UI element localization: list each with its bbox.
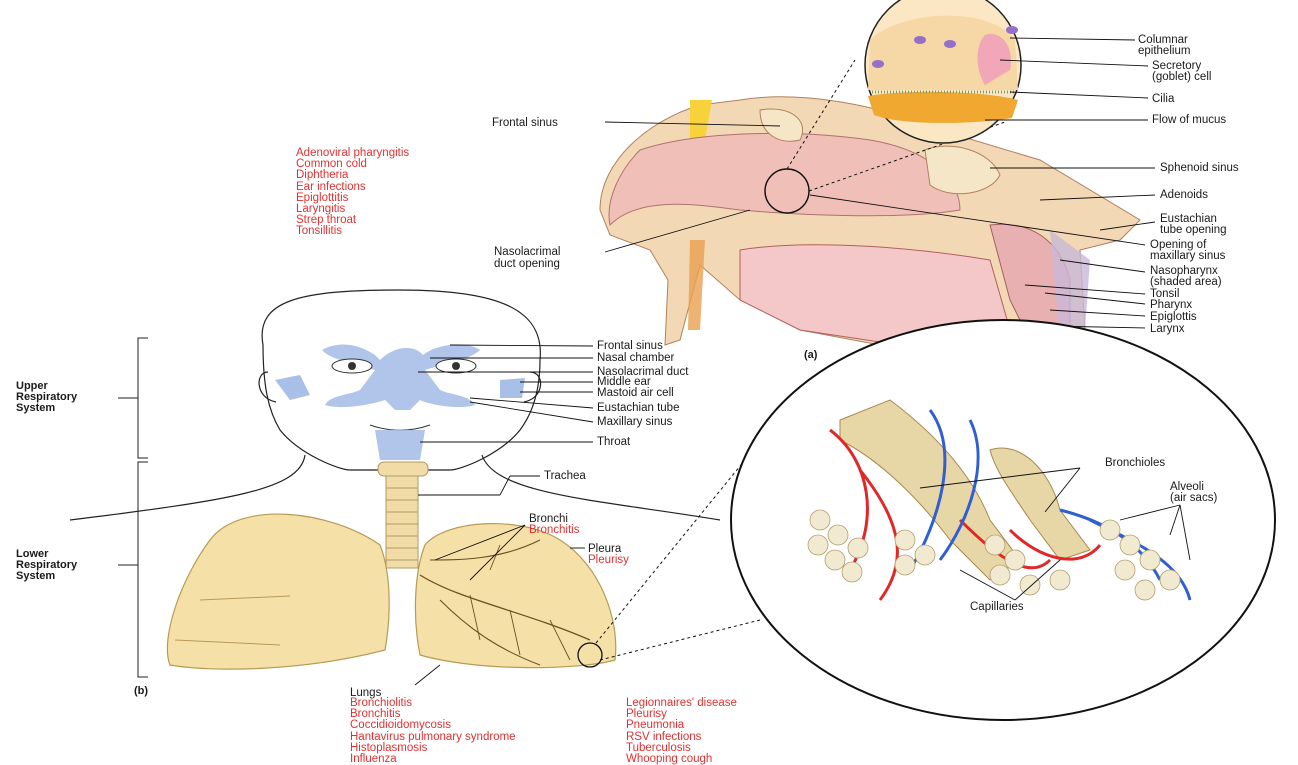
lung-disease-item: Coccidioidomycosis (350, 720, 516, 731)
sagittal-head-section (600, 0, 1140, 350)
label-columnar-2: epithelium (1138, 45, 1190, 57)
label-alveoli-2: (air sacs) (1170, 492, 1217, 504)
system-brackets (118, 338, 148, 677)
label-trachea: Trachea (544, 470, 586, 482)
upper-disease-item: Tonsillitis (296, 226, 409, 237)
lower-system-label-3: System (16, 571, 55, 583)
label-secretory-2: (goblet) cell (1152, 71, 1211, 83)
upper-disease-item: Diphtheria (296, 170, 409, 181)
label-nasolacrimal-a1: Nasolacrimal (494, 246, 560, 258)
label-opening-2: maxillary sinus (1150, 250, 1225, 262)
lung-disease-item: Whooping cough (626, 754, 737, 765)
label-cilia: Cilia (1152, 93, 1174, 105)
label-frontal-sinus-b: Frontal sinus (597, 340, 663, 352)
label-bronchioles: Bronchioles (1105, 457, 1165, 469)
label-throat: Throat (597, 436, 630, 448)
label-eustachian-tube: Eustachian tube (597, 402, 679, 414)
trachea-drawing (378, 462, 428, 568)
label-nasopharynx-2: (shaded area) (1150, 276, 1222, 288)
label-mastoid-air-cell: Mastoid air cell (597, 387, 674, 399)
label-flow-of-mucus: Flow of mucus (1152, 114, 1226, 126)
label-pleurisy: Pleurisy (588, 554, 629, 566)
label-capillaries: Capillaries (970, 601, 1024, 613)
lung-disease-item: Influenza (350, 754, 516, 765)
label-maxillary-sinus: Maxillary sinus (597, 416, 672, 428)
lung-disease-item: Pneumonia (626, 720, 737, 731)
upper-system-label-3: System (16, 403, 55, 415)
label-epiglottis: Epiglottis (1150, 311, 1197, 323)
label-larynx: Larynx (1150, 323, 1185, 335)
lungs-drawing (167, 460, 760, 669)
label-adenoids: Adenoids (1160, 189, 1208, 201)
panel-b-letter: (b) (134, 686, 148, 698)
label-nasal-chamber: Nasal chamber (597, 352, 674, 364)
label-sphenoid-sinus: Sphenoid sinus (1160, 162, 1239, 174)
panel-a-letter: (a) (804, 350, 817, 362)
label-bronchitis: Bronchitis (529, 524, 580, 536)
label-nasolacrimal-a2: duct opening (494, 258, 560, 270)
label-frontal-sinus-a: Frontal sinus (492, 117, 558, 129)
label-eustachian-2: tube opening (1160, 224, 1227, 236)
label-pharynx: Pharynx (1150, 299, 1192, 311)
